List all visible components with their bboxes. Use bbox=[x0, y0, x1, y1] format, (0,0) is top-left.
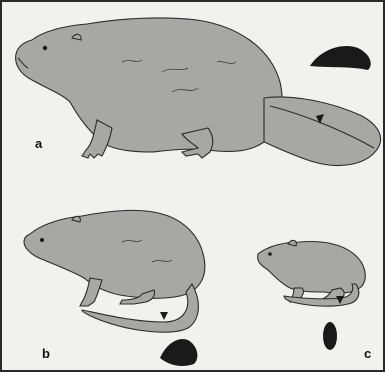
muskrat-front-leg bbox=[80, 278, 102, 306]
muskrat-eye bbox=[40, 238, 44, 242]
panel-label-c: c bbox=[364, 346, 371, 361]
beaver-illustration bbox=[16, 18, 381, 166]
beaver-body bbox=[16, 18, 282, 152]
muskrat-tail-cross-section bbox=[160, 339, 197, 366]
rat-eye bbox=[268, 252, 272, 256]
muskrat-illustration bbox=[24, 210, 205, 332]
panel-label-b: b bbox=[42, 346, 50, 361]
beaver-tail-cross-section bbox=[310, 46, 371, 70]
rat-illustration bbox=[258, 240, 366, 306]
panel-label-a: a bbox=[35, 136, 42, 151]
muskrat-body bbox=[24, 210, 205, 298]
beaver-eye bbox=[43, 46, 47, 50]
muskrat-tail-section-marker bbox=[160, 312, 168, 320]
rat-tail-cross-section bbox=[323, 322, 337, 350]
rat-body bbox=[258, 242, 366, 294]
beaver-tail bbox=[264, 97, 381, 166]
